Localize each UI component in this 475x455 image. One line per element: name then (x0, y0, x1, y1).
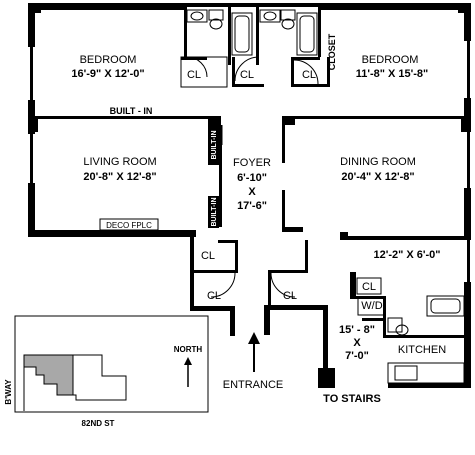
interior-walls (35, 7, 464, 388)
kitchen-dim-b: 7'-0" (345, 350, 369, 362)
foyer-dim-b: 17'-6" (237, 200, 267, 212)
closet-label-1: CL (187, 69, 201, 81)
foyer-dim-x: X (248, 186, 256, 198)
deco-fireplace-label: DECO FPLC (106, 221, 152, 230)
bedroom-right-name: BEDROOM (362, 54, 419, 66)
entrance-arrow-icon (248, 332, 260, 372)
closet-label-4: CL (201, 250, 215, 262)
small-room-dims: 12'-2" X 6'-0" (373, 249, 440, 261)
built-in-upper-label: BUILT-IN (211, 130, 218, 159)
foyer-dim-a: 6'-10" (237, 172, 267, 184)
key-map: B'WAY 82ND ST NORTH (4, 315, 209, 428)
street-broadway-label: B'WAY (4, 379, 13, 405)
closet-label-2: CL (240, 69, 254, 81)
exterior-walls (28, 3, 471, 388)
closet-label-3: CL (302, 69, 316, 81)
built-in-lower-label: BUILT-IN (211, 197, 218, 226)
kitchen-dim-a: 15' - 8" (339, 324, 375, 336)
closet-label-7: CL (362, 281, 376, 293)
bedroom-right-dims: 11'-8" X 15'-8" (356, 68, 429, 80)
washer-dryer-label: W/D (361, 300, 382, 312)
bedroom-left-name: BEDROOM (80, 54, 137, 66)
north-label: NORTH (174, 345, 203, 354)
street-82nd-label: 82ND ST (82, 419, 115, 428)
built-in-label: BUILT - IN (110, 106, 153, 116)
closet-label-5: CL (207, 290, 221, 302)
to-stairs-label: TO STAIRS (323, 393, 381, 405)
closet-vertical-label: CLOSET (327, 33, 337, 70)
kitchen-dim-x: X (353, 337, 361, 349)
feature-labels: CL CL CL CLOSET BUILT - IN BUILT-IN BUIL… (106, 33, 385, 405)
living-room-name: LIVING ROOM (83, 156, 156, 168)
room-labels: BEDROOM 16'-9" X 12'-0" BEDROOM 11'-8" X… (71, 54, 446, 362)
closet-label-6: CL (283, 290, 297, 302)
kitchen-name: KITCHEN (398, 344, 446, 356)
foyer-name: FOYER (233, 157, 271, 169)
door-swings (186, 56, 319, 298)
north-arrow-icon (184, 357, 192, 387)
living-room-dims: 20'-8" X 12'-8" (83, 171, 156, 183)
bedroom-left-dims: 16'-9" X 12'-0" (71, 68, 144, 80)
unit-highlight (23, 354, 74, 396)
entrance-label: ENTRANCE (223, 379, 284, 391)
fixtures (99, 9, 465, 384)
dining-room-dims: 20'-4" X 12'-8" (341, 171, 414, 183)
dining-room-name: DINING ROOM (340, 156, 416, 168)
